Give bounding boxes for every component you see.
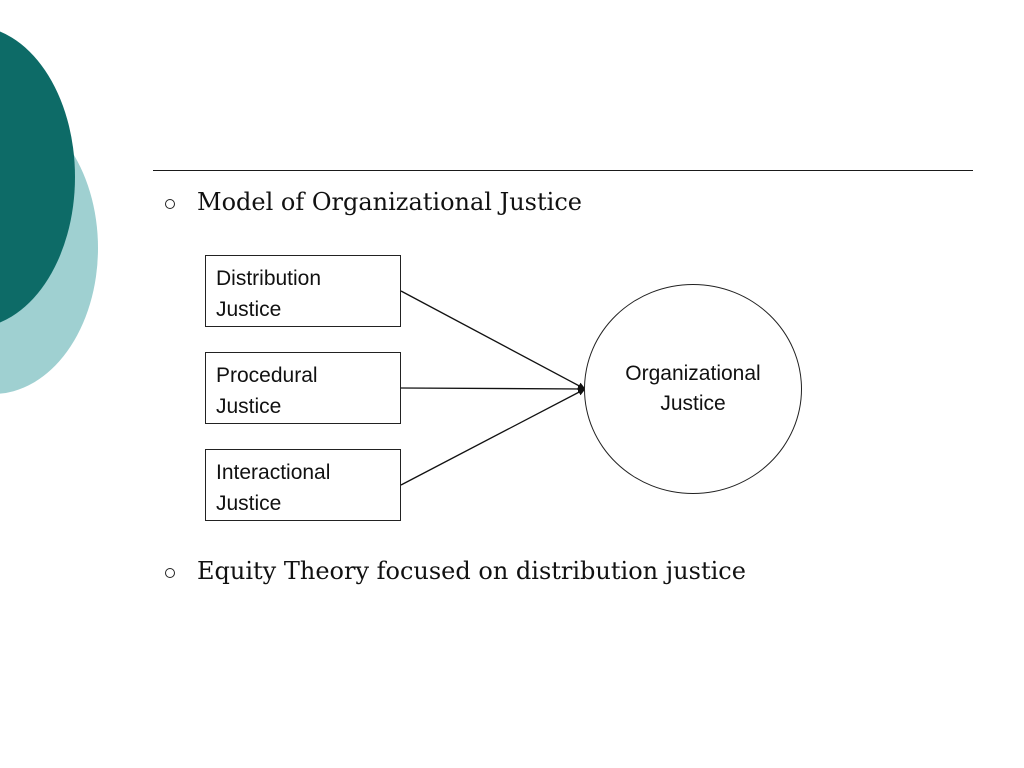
bullet-text: Model of Organizational Justice	[197, 188, 582, 216]
box-label-line1: Procedural	[216, 364, 318, 387]
outcome-label-line2: Justice	[660, 392, 726, 415]
box-label-line2: Justice	[216, 298, 282, 321]
outcome-node-organizational-justice: Organizational Justice	[584, 284, 802, 494]
arrow-procedural-to-outcome	[400, 385, 586, 393]
title-divider	[153, 170, 973, 171]
hollow-circle-bullet-icon	[165, 567, 175, 578]
outcome-label-line1: Organizational	[625, 362, 761, 385]
box-label-line2: Justice	[216, 395, 282, 418]
input-box-interactional-justice: Interactional Justice	[205, 449, 401, 521]
box-label-line1: Distribution	[216, 267, 322, 290]
arrow-distribution-to-outcome	[400, 290, 586, 390]
bullet-item-equity-theory: Equity Theory focused on distribution ju…	[165, 557, 746, 585]
box-label-line2: Justice	[216, 492, 282, 515]
bullet-item-model: Model of Organizational Justice	[165, 188, 582, 216]
arrow-interactional-to-outcome	[400, 388, 586, 486]
hollow-circle-bullet-icon	[165, 198, 175, 209]
input-box-procedural-justice: Procedural Justice	[205, 352, 401, 424]
bullet-text: Equity Theory focused on distribution ju…	[197, 557, 746, 585]
input-box-distribution-justice: Distribution Justice	[205, 255, 401, 327]
box-label-line1: Interactional	[216, 461, 331, 484]
